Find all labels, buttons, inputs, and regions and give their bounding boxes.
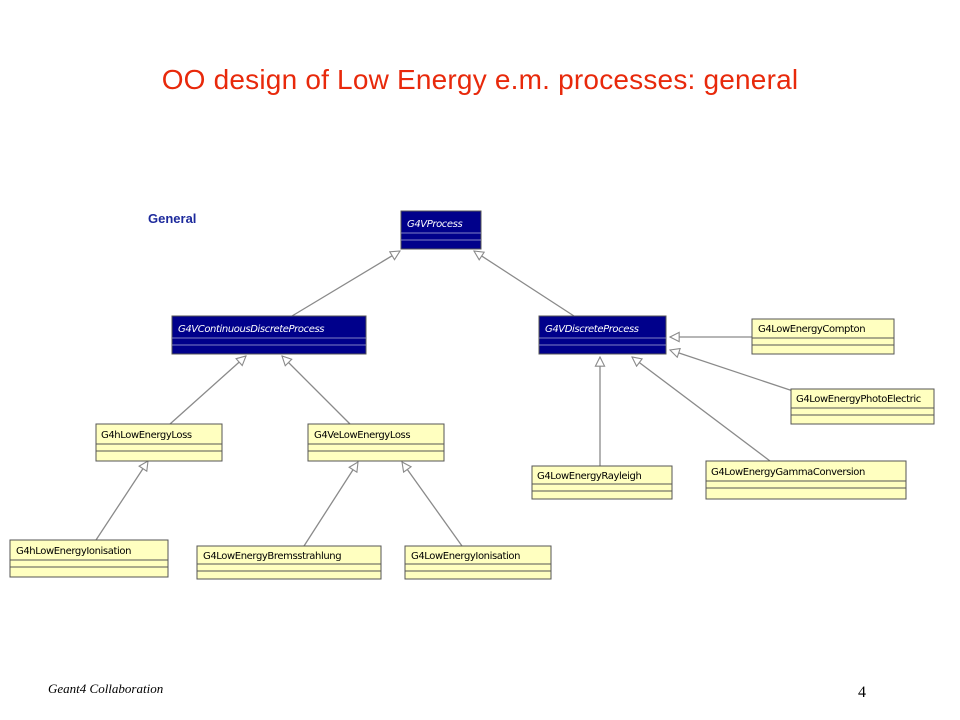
class-name: G4LowEnergyGammaConversion: [711, 467, 865, 478]
class-name: G4LowEnergyPhotoElectric: [796, 394, 921, 405]
arrow-hionisation-to-hloss: [95, 461, 148, 541]
class-name: G4LowEnergyBremsstrahlung: [203, 551, 341, 562]
class-g4lowenergybremsstrahlung: G4LowEnergyBremsstrahlung: [196, 545, 382, 580]
class-name: G4LowEnergyCompton: [758, 324, 865, 335]
class-g4hlowenergyloss: G4hLowEnergyLoss: [95, 423, 223, 462]
arrow-hloss-to-continuousdiscrete: [169, 356, 246, 425]
arrow-continuousdiscrete-to-vprocess: [291, 251, 400, 317]
class-name: G4VDiscreteProcess: [545, 324, 639, 335]
page-number: 4: [858, 684, 866, 701]
diagram-section-label: General: [148, 211, 197, 226]
class-g4lowenergyionisation: G4LowEnergyIonisation: [404, 545, 552, 580]
class-g4hlowenergyionisation: G4hLowEnergyIonisation: [9, 539, 169, 578]
arrow-ionisation-to-veloss: [402, 462, 463, 547]
class-g4velowenergyloss: G4VeLowEnergyLoss: [307, 423, 445, 462]
class-name: G4LowEnergyRayleigh: [537, 471, 641, 482]
inheritance-arrows: [95, 251, 797, 547]
class-name: G4hLowEnergyIonisation: [16, 546, 131, 557]
class-name: G4VProcess: [407, 219, 462, 230]
class-name: G4LowEnergyIonisation: [411, 551, 520, 562]
footer-collaboration: Geant4 Collaboration: [48, 681, 164, 696]
arrow-photoelectric-to-discrete: [670, 350, 797, 393]
class-g4lowenergyrayleigh: G4LowEnergyRayleigh: [531, 465, 673, 500]
class-g4vprocess: G4VProcess: [400, 210, 482, 250]
arrow-discrete-to-vprocess: [474, 251, 575, 317]
arrow-gammaconversion-to-discrete: [632, 357, 771, 462]
class-name: G4VContinuousDiscreteProcess: [178, 324, 324, 335]
class-name: G4hLowEnergyLoss: [101, 430, 192, 441]
class-name: G4VeLowEnergyLoss: [314, 430, 410, 441]
class-g4vcontinuousdiscreteprocess: G4VContinuousDiscreteProcess: [171, 315, 367, 355]
slide-title: OO design of Low Energy e.m. processes: …: [161, 64, 799, 95]
class-g4lowenergygammaconversion: G4LowEnergyGammaConversion: [705, 460, 907, 500]
arrow-brems-to-veloss: [303, 462, 358, 547]
class-g4lowenergyphotoelectric: G4LowEnergyPhotoElectric: [790, 388, 935, 425]
class-g4vdiscreteprocess: G4VDiscreteProcess: [538, 315, 667, 355]
arrow-veloss-to-continuousdiscrete: [282, 356, 351, 425]
class-g4lowenergycompton: G4LowEnergyCompton: [751, 318, 895, 355]
